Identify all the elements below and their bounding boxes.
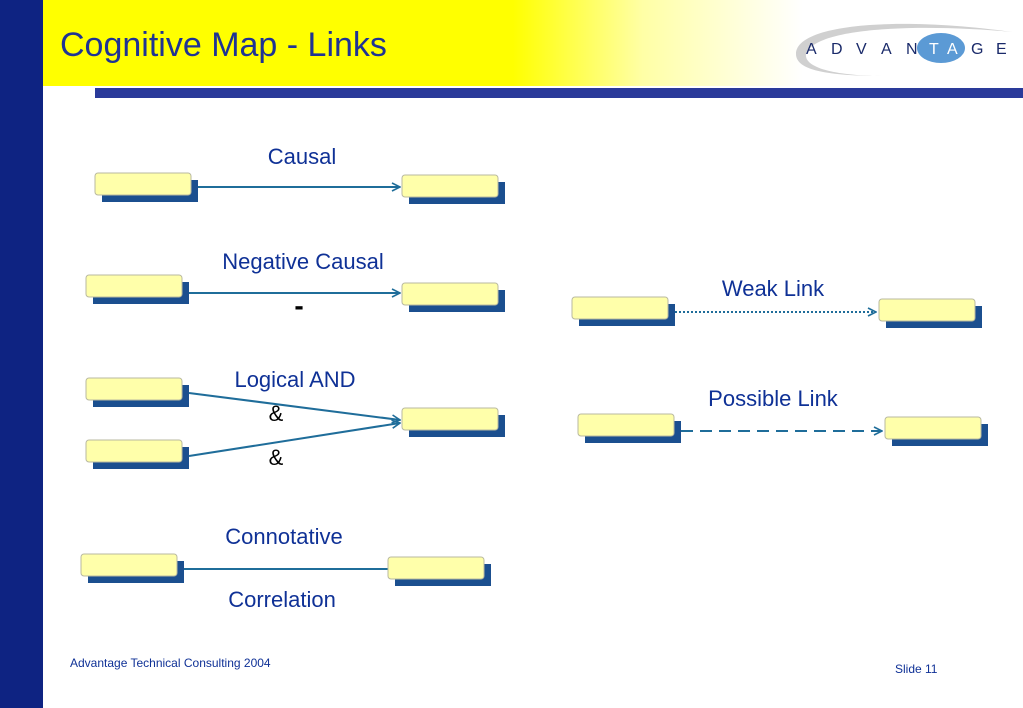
correlation-source-node xyxy=(80,553,184,583)
logical-and-arrow-1 xyxy=(188,392,400,420)
connotative-label: Connotative xyxy=(225,524,343,549)
possible-link-label: Possible Link xyxy=(708,386,838,411)
header-rule xyxy=(95,88,1023,98)
left-sidebar-bar xyxy=(0,0,43,708)
logical-and-source-node-2 xyxy=(85,439,189,469)
logical-and-arrow-2 xyxy=(188,423,400,457)
negative-symbol: - xyxy=(294,290,304,321)
weak-link-target-node xyxy=(878,298,982,328)
negative-causal-source-node xyxy=(85,274,189,304)
negative-causal-label: Negative Causal xyxy=(222,249,384,274)
correlation-target-node xyxy=(387,556,491,586)
logical-and-label: Logical AND xyxy=(234,367,356,392)
causal-label: Causal xyxy=(267,144,337,169)
logical-and-source-node-1 xyxy=(85,377,189,407)
correlation-label: Correlation xyxy=(228,587,336,612)
footer-copyright: Advantage Technical Consulting 2004 xyxy=(70,656,271,670)
slide-number: Slide 11 xyxy=(895,662,938,676)
weak-link-label: Weak Link xyxy=(721,276,825,301)
and-symbol-upper: & xyxy=(268,401,284,426)
possible-link-source-node xyxy=(577,413,681,443)
negative-causal-target-node xyxy=(401,282,505,312)
logical-and-target-node xyxy=(401,407,505,437)
possible-link-target-node xyxy=(884,416,988,446)
slide-title: Cognitive Map - Links xyxy=(60,26,387,64)
causal-source-node xyxy=(94,172,198,202)
header-band xyxy=(43,0,1023,86)
and-symbol-lower: & xyxy=(268,445,284,470)
causal-target-node xyxy=(401,174,505,204)
weak-link-source-node xyxy=(571,296,675,326)
